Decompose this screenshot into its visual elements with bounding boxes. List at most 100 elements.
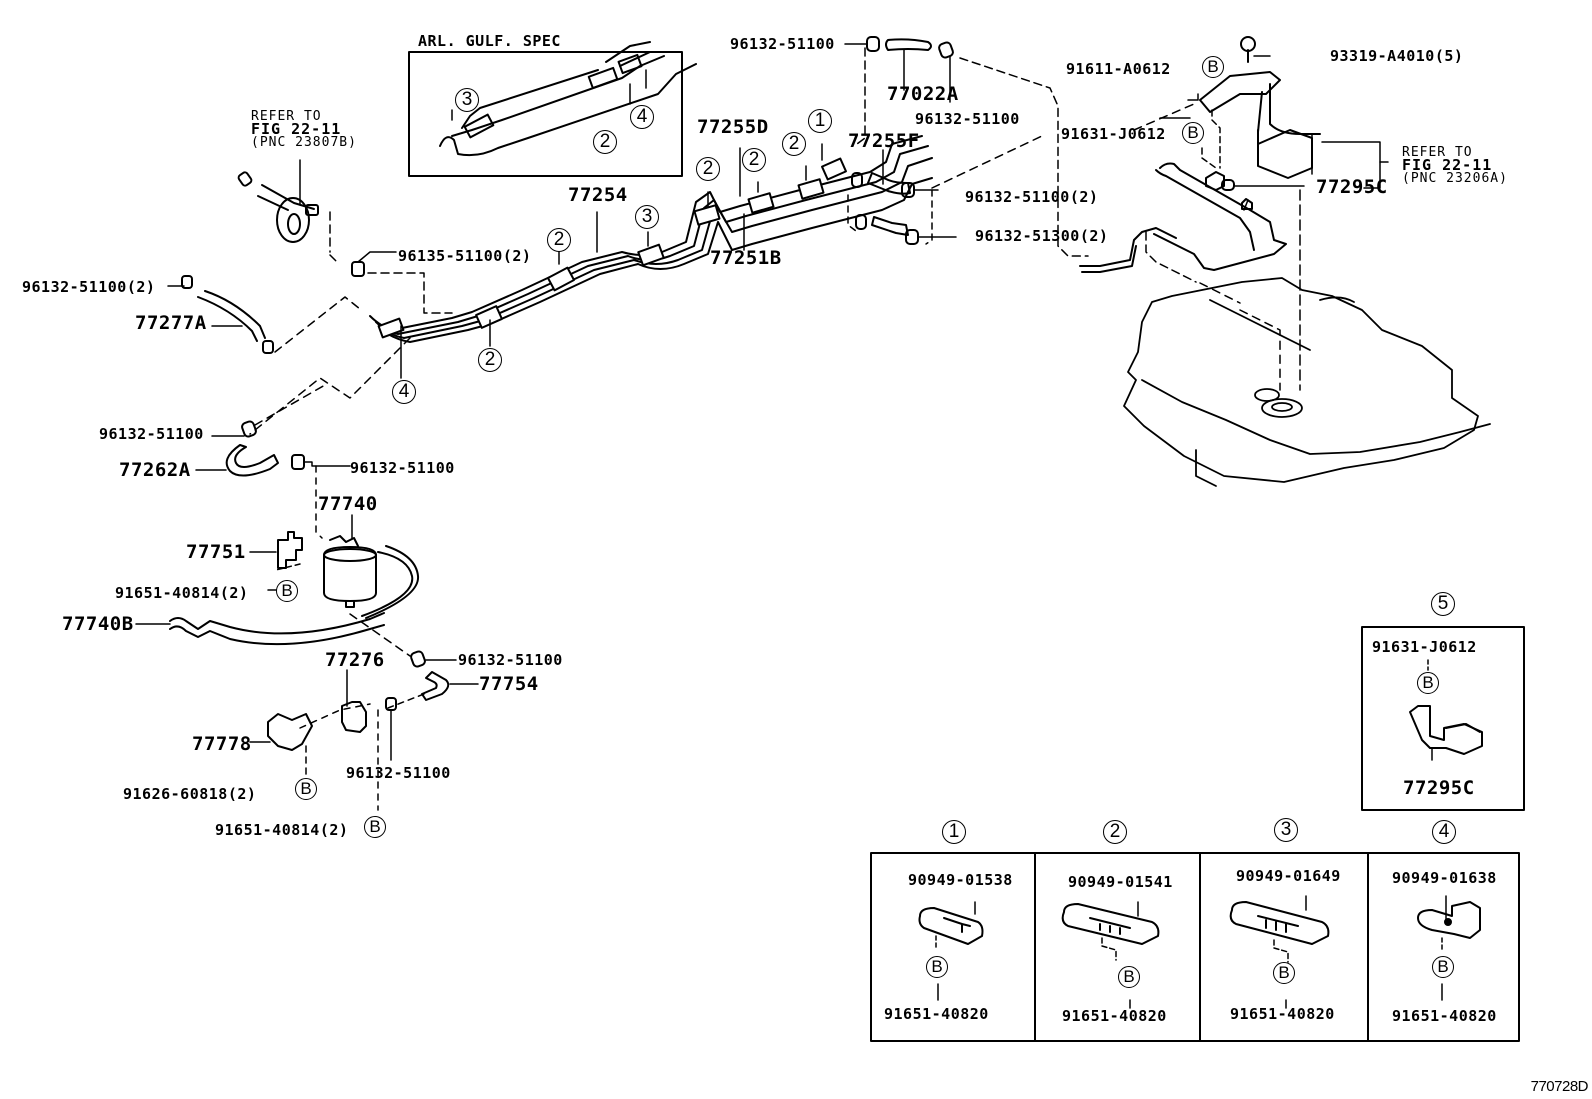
part-label-77295c: 77295C [1316,176,1388,198]
bracket-77295c-drawing [1133,103,1305,391]
refer-note-2: REFER TO FIG 22-11 (PNC 23206A) [1402,146,1508,185]
bracket-77778-drawing [249,713,313,777]
detail-box-4-number: 4 [1432,820,1456,844]
refer-note-1-line1: REFER TO [251,109,322,124]
detail-box-4-bolt: 91651-40820 [1392,1007,1497,1025]
bolt-marker-b: B [295,778,317,800]
bracket-77276-drawing [299,669,397,811]
part-label-96132-51100: 96132-51100 [915,110,1020,128]
refer-note-1-fig: FIG 22-11 [251,120,342,138]
part-label-91611-a0612: 91611-A0612 [1066,60,1171,78]
part-label-96132-51100-2: 96132-51100(2) [965,188,1099,206]
callout-2: 2 [742,148,766,172]
part-label-77255d: 77255D [697,116,769,138]
hose-77022a-drawing [844,36,1089,257]
part-label-77277a: 77277A [135,312,207,334]
part-label-96132-51300-2: 96132-51300(2) [975,227,1109,245]
clamp-90949-01538-drawing [918,901,984,1001]
detail-box-3-number: 3 [1274,818,1298,842]
clamp-96135-drawing [351,251,453,314]
hose-77262a-drawing [195,384,351,539]
hose-77740b-drawing [135,612,411,657]
part-label-77262a: 77262A [119,459,191,481]
part-label-77022a: 77022A [887,83,959,105]
hose-77277a-drawing [167,275,361,354]
part-label-77754: 77754 [479,673,539,695]
bracket-77751-drawing [249,531,303,591]
part-label-96132-51100: 96132-51100 [730,35,835,53]
detail-box-1-marker: B [926,956,948,978]
hose-77255f-drawing [847,135,1043,245]
part-label-91651-40814-2: 91651-40814(2) [115,584,249,602]
callout-1: 1 [808,109,832,133]
inset-fuel-lines-drawing [439,41,697,157]
bolt-marker-b: B [276,580,298,602]
refer-note-2-pnc: (PNC 23206A) [1402,171,1508,186]
refer-note-1: REFER TO FIG 22-11 (PNC 23807B) [251,110,357,149]
detail-box-3-bolt: 91651-40820 [1230,1005,1335,1023]
bolt-marker-b: B [364,816,386,838]
part-label-96132-51100: 96132-51100 [458,651,563,669]
detail-box-2-marker: B [1118,966,1140,988]
part-label-91651-40814-2: 91651-40814(2) [215,821,349,839]
detail-box-2-number: 2 [1103,820,1127,844]
fuel-tank-drawing [1123,277,1491,487]
part-label-91626-60818-2: 91626-60818(2) [123,785,257,803]
part-label-96132-51100-2: 96132-51100(2) [22,278,156,296]
inset-callout-2: 2 [593,130,617,154]
hose-77754-drawing [387,650,479,709]
tank-pipe-drawing [1079,162,1287,283]
part-label-96135-51100-2: 96135-51100(2) [398,247,532,265]
part-label-93319-a4010: 93319-A4010(5) [1330,47,1464,65]
clamp-90949-01541-drawing [1061,901,1160,1009]
part-label-96132-51100: 96132-51100 [99,425,204,443]
detail-box-2-bolt: 91651-40820 [1062,1007,1167,1025]
fuel-line-bundle-drawing [249,135,933,435]
part-label-77251b: 77251B [710,247,782,269]
detail-box-3-marker: B [1273,962,1295,984]
clamp-90949-01649-drawing [1229,895,1330,1009]
detail-5-bottom-part: 77295C [1403,777,1475,799]
detail-box-1-clamp: 90949-01538 [908,871,1013,889]
callout-3: 3 [635,205,659,229]
callout-4: 4 [392,380,416,404]
detail-box-2-clamp: 90949-01541 [1068,873,1173,891]
inset-callout-3: 3 [455,88,479,112]
refer-note-2-fig: FIG 22-11 [1402,156,1493,174]
inset-title: ARL. GULF. SPEC [418,32,561,50]
inset-box-arl-gulf [408,51,683,177]
detail-box-4-marker: B [1432,956,1454,978]
part-label-77255f: 77255F [848,130,920,152]
part-label-77740: 77740 [318,493,378,515]
clamp-90949-01638-drawing [1417,895,1481,1001]
filler-vent-hose-drawing [237,159,339,264]
part-label-77276: 77276 [325,649,385,671]
refer-note-1-pnc: (PNC 23807B) [251,135,357,150]
refer-note-2-line1: REFER TO [1402,145,1473,160]
detail-box-4-clamp: 90949-01638 [1392,869,1497,887]
part-label-77751: 77751 [186,541,246,563]
callout-2: 2 [696,157,720,181]
inset-callout-4: 4 [630,105,654,129]
detail-5-number: 5 [1431,592,1455,616]
detail-boxes-frame [870,852,1520,1042]
part-label-77778: 77778 [192,733,252,755]
callout-2: 2 [547,228,571,252]
detail-box-1-bolt: 91651-40820 [884,1005,989,1023]
part-label-91631-j0612: 91631-J0612 [1061,125,1166,143]
diagram-code: 770728D [1530,1078,1589,1095]
callout-2: 2 [478,348,502,372]
part-label-96132-51100: 96132-51100 [346,764,451,782]
part-label-96132-51100: 96132-51100 [350,459,455,477]
part-label-77254: 77254 [568,184,628,206]
detail-box-3-clamp: 90949-01649 [1236,867,1341,885]
part-label-77740b: 77740B [62,613,134,635]
detail-5-bracket-drawing [1409,659,1483,761]
fuel-sender-gauge-drawing [1187,36,1389,211]
detail-5-marker: B [1417,672,1439,694]
callout-2: 2 [782,132,806,156]
detail-box-5 [1361,626,1525,811]
fuel-filter-77740-drawing [323,514,420,619]
